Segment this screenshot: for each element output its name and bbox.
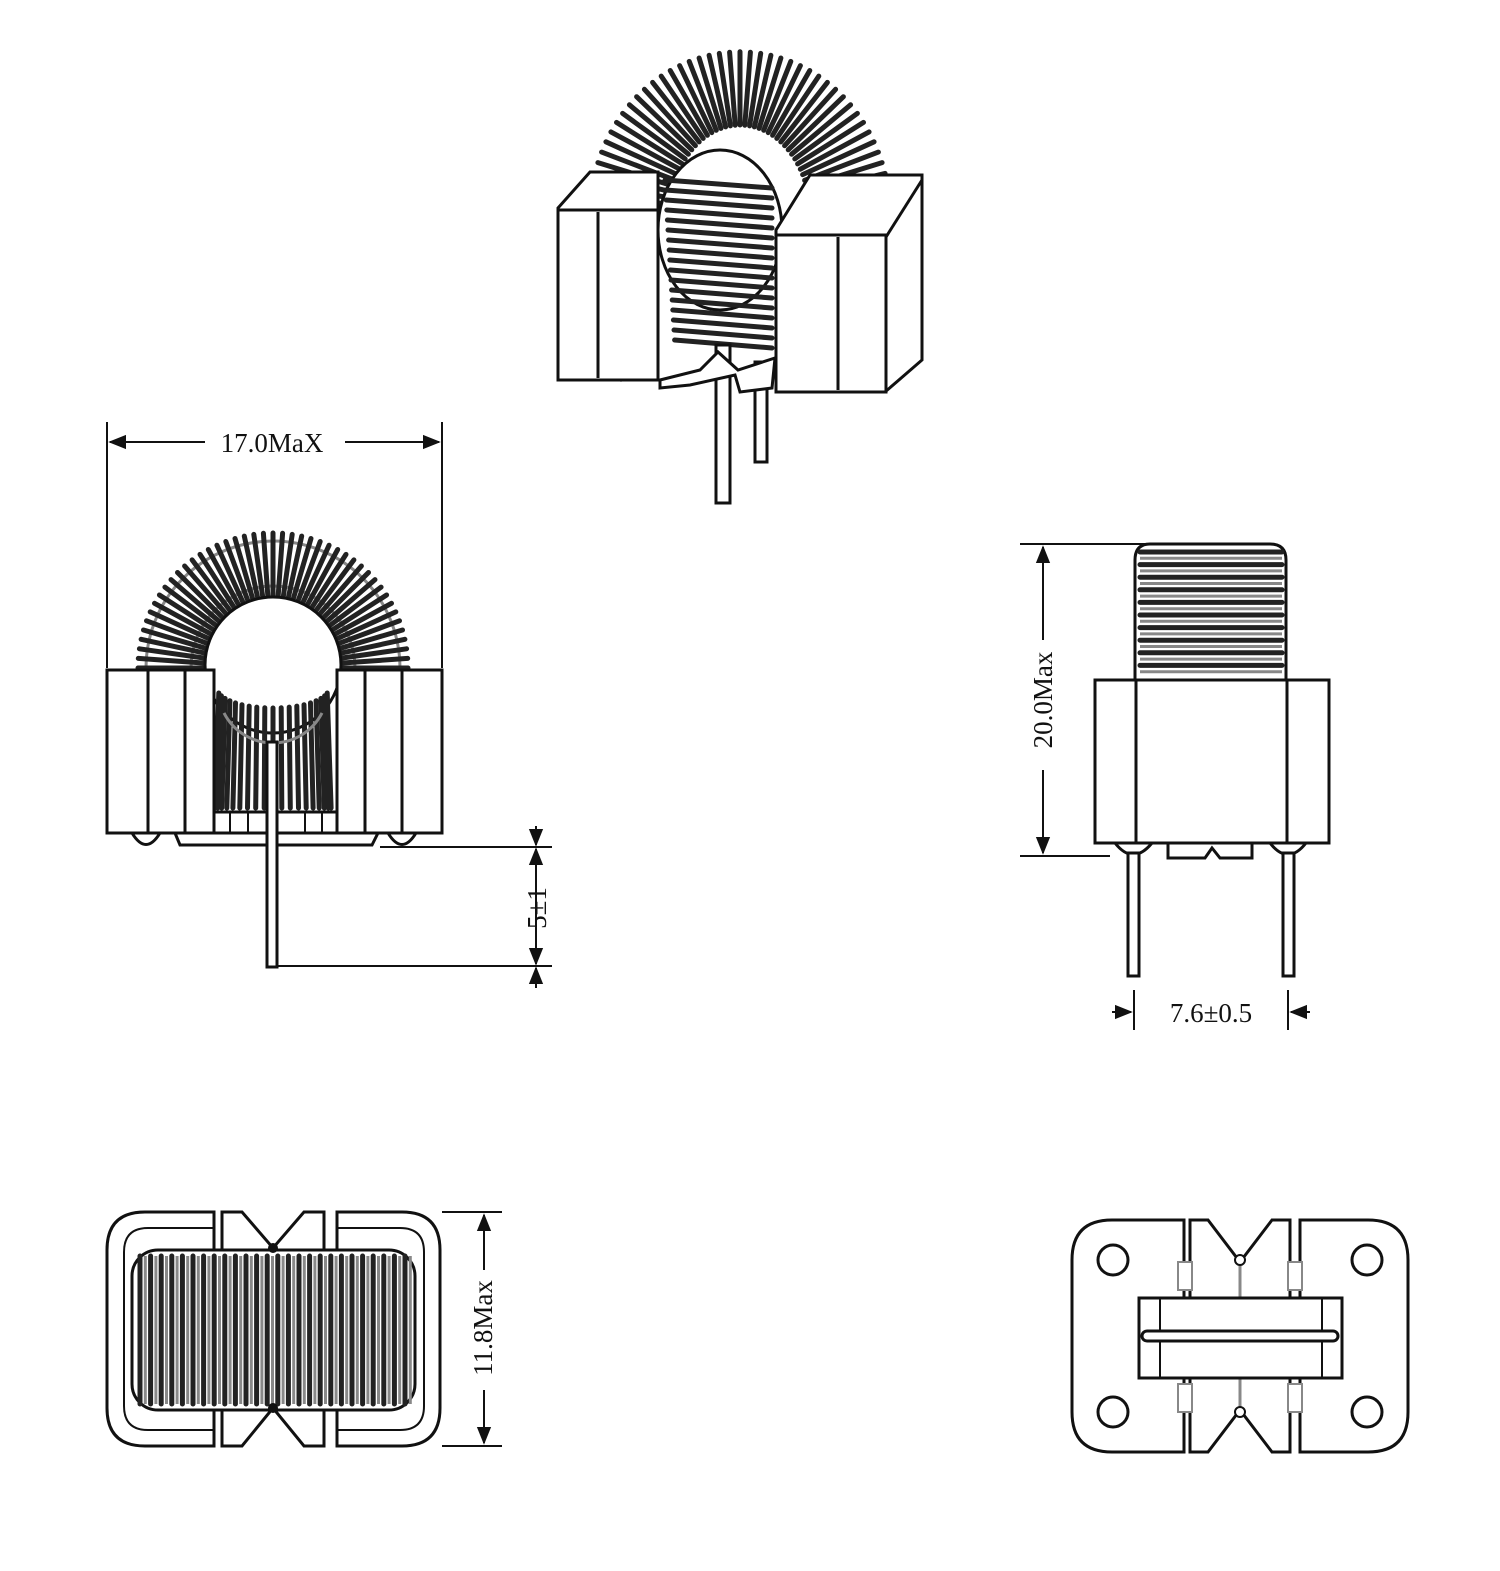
front-inner-winding xyxy=(212,690,334,811)
side-pin-right xyxy=(1281,851,1296,978)
mount-hole-bl xyxy=(1096,1395,1130,1429)
top-view: 11.8Max xyxy=(105,1210,502,1448)
width-dimension-label: 17.0MaX xyxy=(221,428,324,458)
iso-inner-winding xyxy=(662,177,775,351)
iso-pin-front xyxy=(714,343,732,505)
isometric-view xyxy=(556,49,924,505)
side-view: 20.0Max 7.6±0.5 xyxy=(1020,542,1331,1030)
front-pin xyxy=(265,740,279,969)
top-winding xyxy=(137,1253,412,1407)
iso-base-left xyxy=(556,208,660,382)
iso-base-right xyxy=(774,233,888,394)
lead-length-dimension-label: 5±1 xyxy=(522,887,552,929)
side-pin-left xyxy=(1126,851,1141,978)
mount-hole-br xyxy=(1350,1395,1384,1429)
side-winding xyxy=(1137,549,1285,674)
front-view: 17.0MaX 5±1 xyxy=(105,422,552,988)
depth-dimension-label: 11.8Max xyxy=(468,1280,498,1376)
front-base-left xyxy=(105,668,216,835)
height-dimension-label: 20.0Max xyxy=(1028,651,1058,748)
mount-hole-tl xyxy=(1096,1243,1130,1277)
side-base xyxy=(1093,678,1331,845)
pitch-dimension-label: 7.6±0.5 xyxy=(1170,998,1252,1028)
bottom-base-left xyxy=(1070,1218,1186,1454)
bottom-view xyxy=(1070,1218,1410,1454)
bottom-base-right xyxy=(1298,1218,1410,1454)
iso-base-center xyxy=(658,349,777,394)
front-toroid-winding xyxy=(135,530,411,671)
mount-hole-tr xyxy=(1350,1243,1384,1277)
front-base-right xyxy=(335,668,444,835)
bottom-pin-slot xyxy=(1140,1329,1340,1343)
